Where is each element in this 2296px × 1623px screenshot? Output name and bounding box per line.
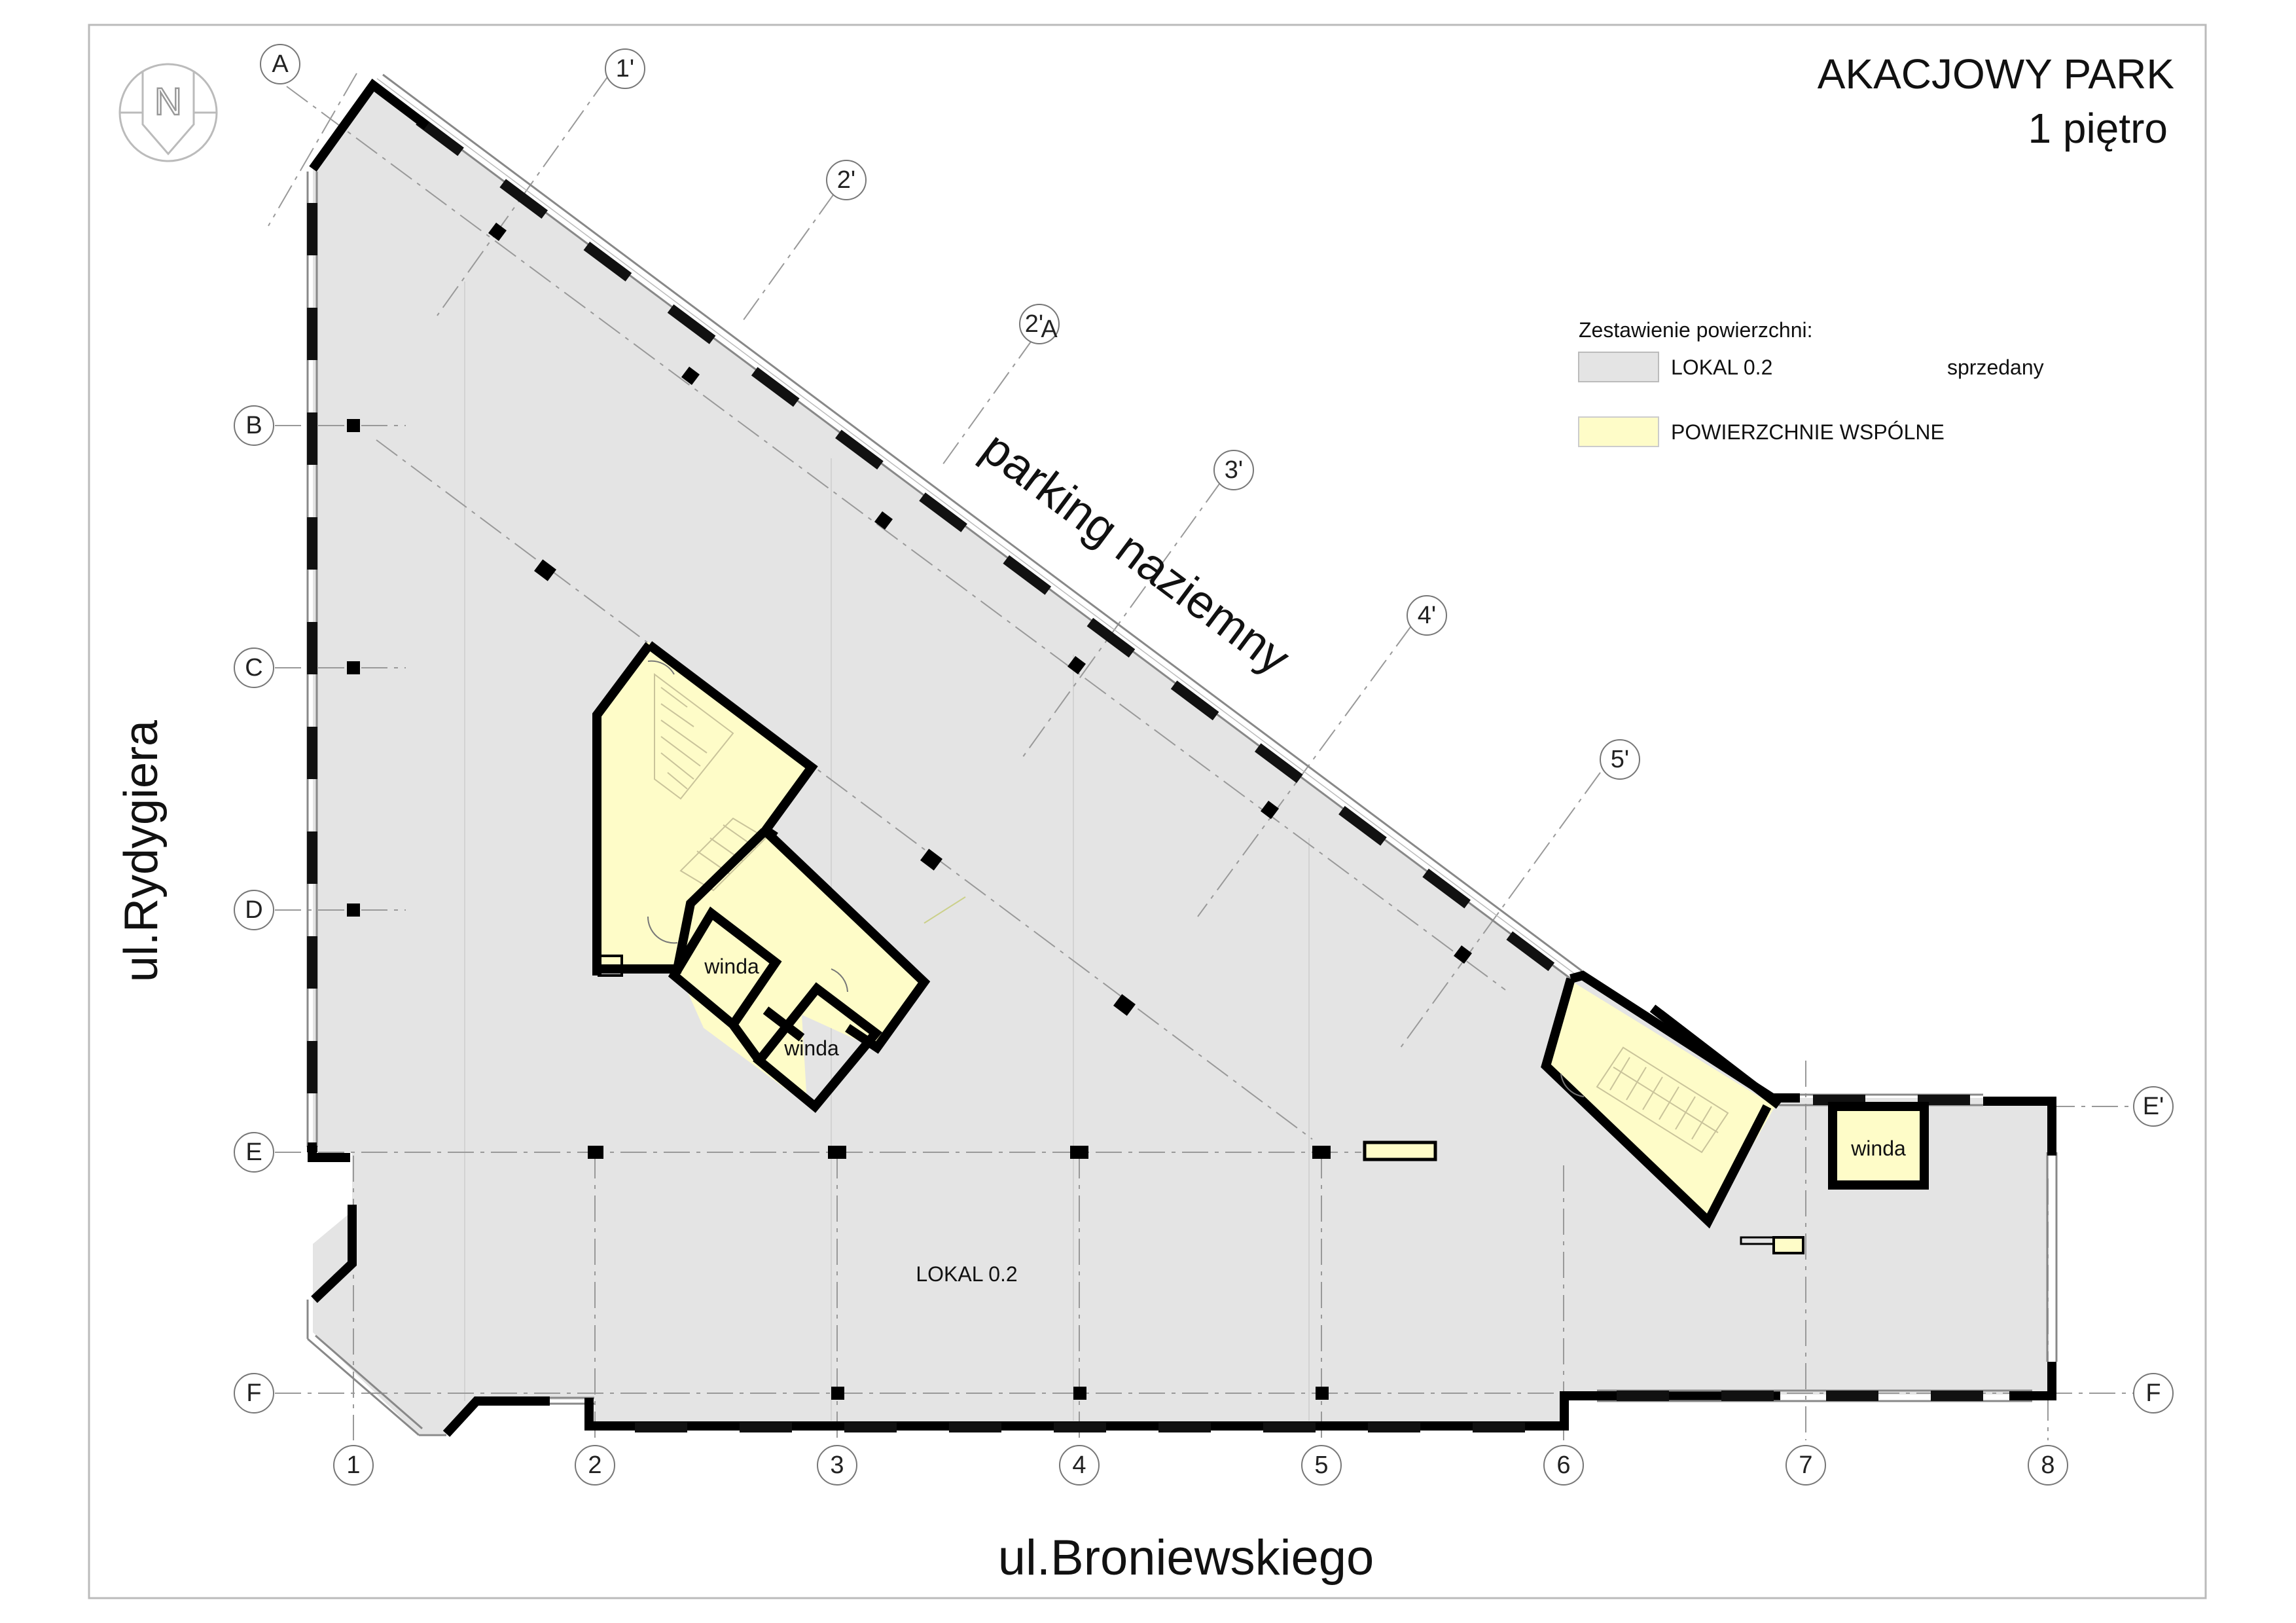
east-stair-core — [1541, 977, 1782, 1229]
lokal-area — [313, 82, 2049, 1434]
legend-label-lokal: LOKAL 0.2 — [1671, 356, 1772, 379]
grid-bubble-col-8: 8 — [2028, 1445, 2068, 1486]
street-label-west: ul.Rydygiera — [115, 720, 168, 982]
room-label-elevator-3: winda — [1850, 1137, 1906, 1160]
grid-bubble-col-6: 6 — [1543, 1445, 1584, 1486]
svg-text:B: B — [245, 412, 262, 439]
legend-heading: Zestawienie powierzchni: — [1579, 318, 1813, 342]
legend: Zestawienie powierzchni: LOKAL 0.2 sprze… — [1578, 318, 2044, 447]
svg-text:4: 4 — [1072, 1451, 1086, 1479]
floor-title: 1 piętro — [2028, 105, 2168, 152]
elevator-2-shaft — [753, 982, 883, 1113]
svg-text:D: D — [245, 896, 262, 924]
grid-bubble-col-1: 1 — [333, 1445, 374, 1486]
elevator-3 — [1828, 1102, 1929, 1190]
grid-bubble-row-a: A — [260, 44, 300, 84]
svg-text:C: C — [245, 654, 262, 682]
central-core — [592, 641, 966, 1113]
grid-bubble-diag-3: 3' — [1213, 450, 1254, 490]
grid-bubble-row-d: D — [234, 890, 274, 930]
columns — [347, 222, 1473, 1400]
svg-text:4': 4' — [1418, 602, 1436, 629]
room-label-lokal: LOKAL 0.2 — [916, 1262, 1017, 1286]
legend-swatch-lokal — [1578, 352, 1659, 382]
grid-bubble-diag-1: 1' — [605, 48, 645, 89]
room-label-elevator-1: winda — [704, 955, 759, 978]
grid-bubble-diag-4: 4' — [1407, 595, 1447, 636]
svg-text:2': 2' — [1025, 310, 1043, 338]
svg-text:7: 7 — [1799, 1451, 1812, 1479]
svg-text:A: A — [272, 50, 289, 78]
svg-text:8: 8 — [2041, 1451, 2054, 1479]
grid-bubble-diag-2: 2' — [826, 160, 867, 200]
small-fixtures — [1363, 1140, 1804, 1254]
grid-bubble-row-f-left: F — [234, 1373, 274, 1413]
grid-bubble-row-f-right: F — [2133, 1373, 2174, 1413]
legend-swatch-common — [1578, 416, 1659, 447]
svg-text:2': 2' — [837, 166, 855, 194]
bay-lines — [464, 282, 1310, 1421]
grid-bubble-col-3: 3 — [817, 1445, 857, 1486]
room-label-elevator-2: winda — [783, 1036, 839, 1060]
svg-text:5: 5 — [1314, 1451, 1328, 1479]
sheet-frame — [88, 24, 2207, 1599]
street-label-south: ul.Broniewskiego — [998, 1530, 1374, 1586]
legend-label-common: POWIERZCHNIE WSPÓLNE — [1671, 420, 1945, 444]
svg-text:E: E — [245, 1139, 262, 1166]
svg-text:6: 6 — [1556, 1451, 1570, 1479]
grid-bubbles: 1 2 3 4 5 6 7 8 A B C D E F E' F 1' 2' 2… — [234, 44, 2174, 1486]
grid-bubble-row-e: E — [234, 1132, 274, 1173]
grid-bubble-col-7: 7 — [1785, 1445, 1826, 1486]
grid-bubble-diag-5: 5' — [1600, 739, 1640, 780]
exterior-walls — [306, 73, 2058, 1437]
legend-status-lokal: sprzedany — [1947, 356, 2044, 379]
grid-bubble-diag-2a: 2' A — [1019, 304, 1060, 344]
north-letter: N — [154, 81, 182, 123]
grid-bubble-col-5: 5 — [1301, 1445, 1342, 1486]
grid-bubble-row-e-prime: E' — [2133, 1086, 2174, 1127]
svg-text:1: 1 — [346, 1451, 360, 1479]
svg-text:2: 2 — [588, 1451, 601, 1479]
north-arrow-icon: N — [118, 63, 218, 162]
svg-text:F: F — [2145, 1379, 2161, 1407]
svg-text:E': E' — [2143, 1093, 2164, 1120]
svg-text:5': 5' — [1611, 746, 1629, 773]
svg-text:3: 3 — [830, 1451, 844, 1479]
grid-bubble-row-c: C — [234, 647, 274, 688]
svg-text:F: F — [246, 1379, 261, 1407]
project-title: AKACJOWY PARK — [1818, 50, 2174, 98]
grid-bubble-col-4: 4 — [1059, 1445, 1100, 1486]
grid-bubble-col-2: 2 — [575, 1445, 615, 1486]
svg-text:A: A — [1041, 316, 1058, 343]
svg-text:1': 1' — [616, 55, 634, 82]
svg-text:3': 3' — [1225, 456, 1243, 484]
grid-bubble-row-b: B — [234, 405, 274, 446]
